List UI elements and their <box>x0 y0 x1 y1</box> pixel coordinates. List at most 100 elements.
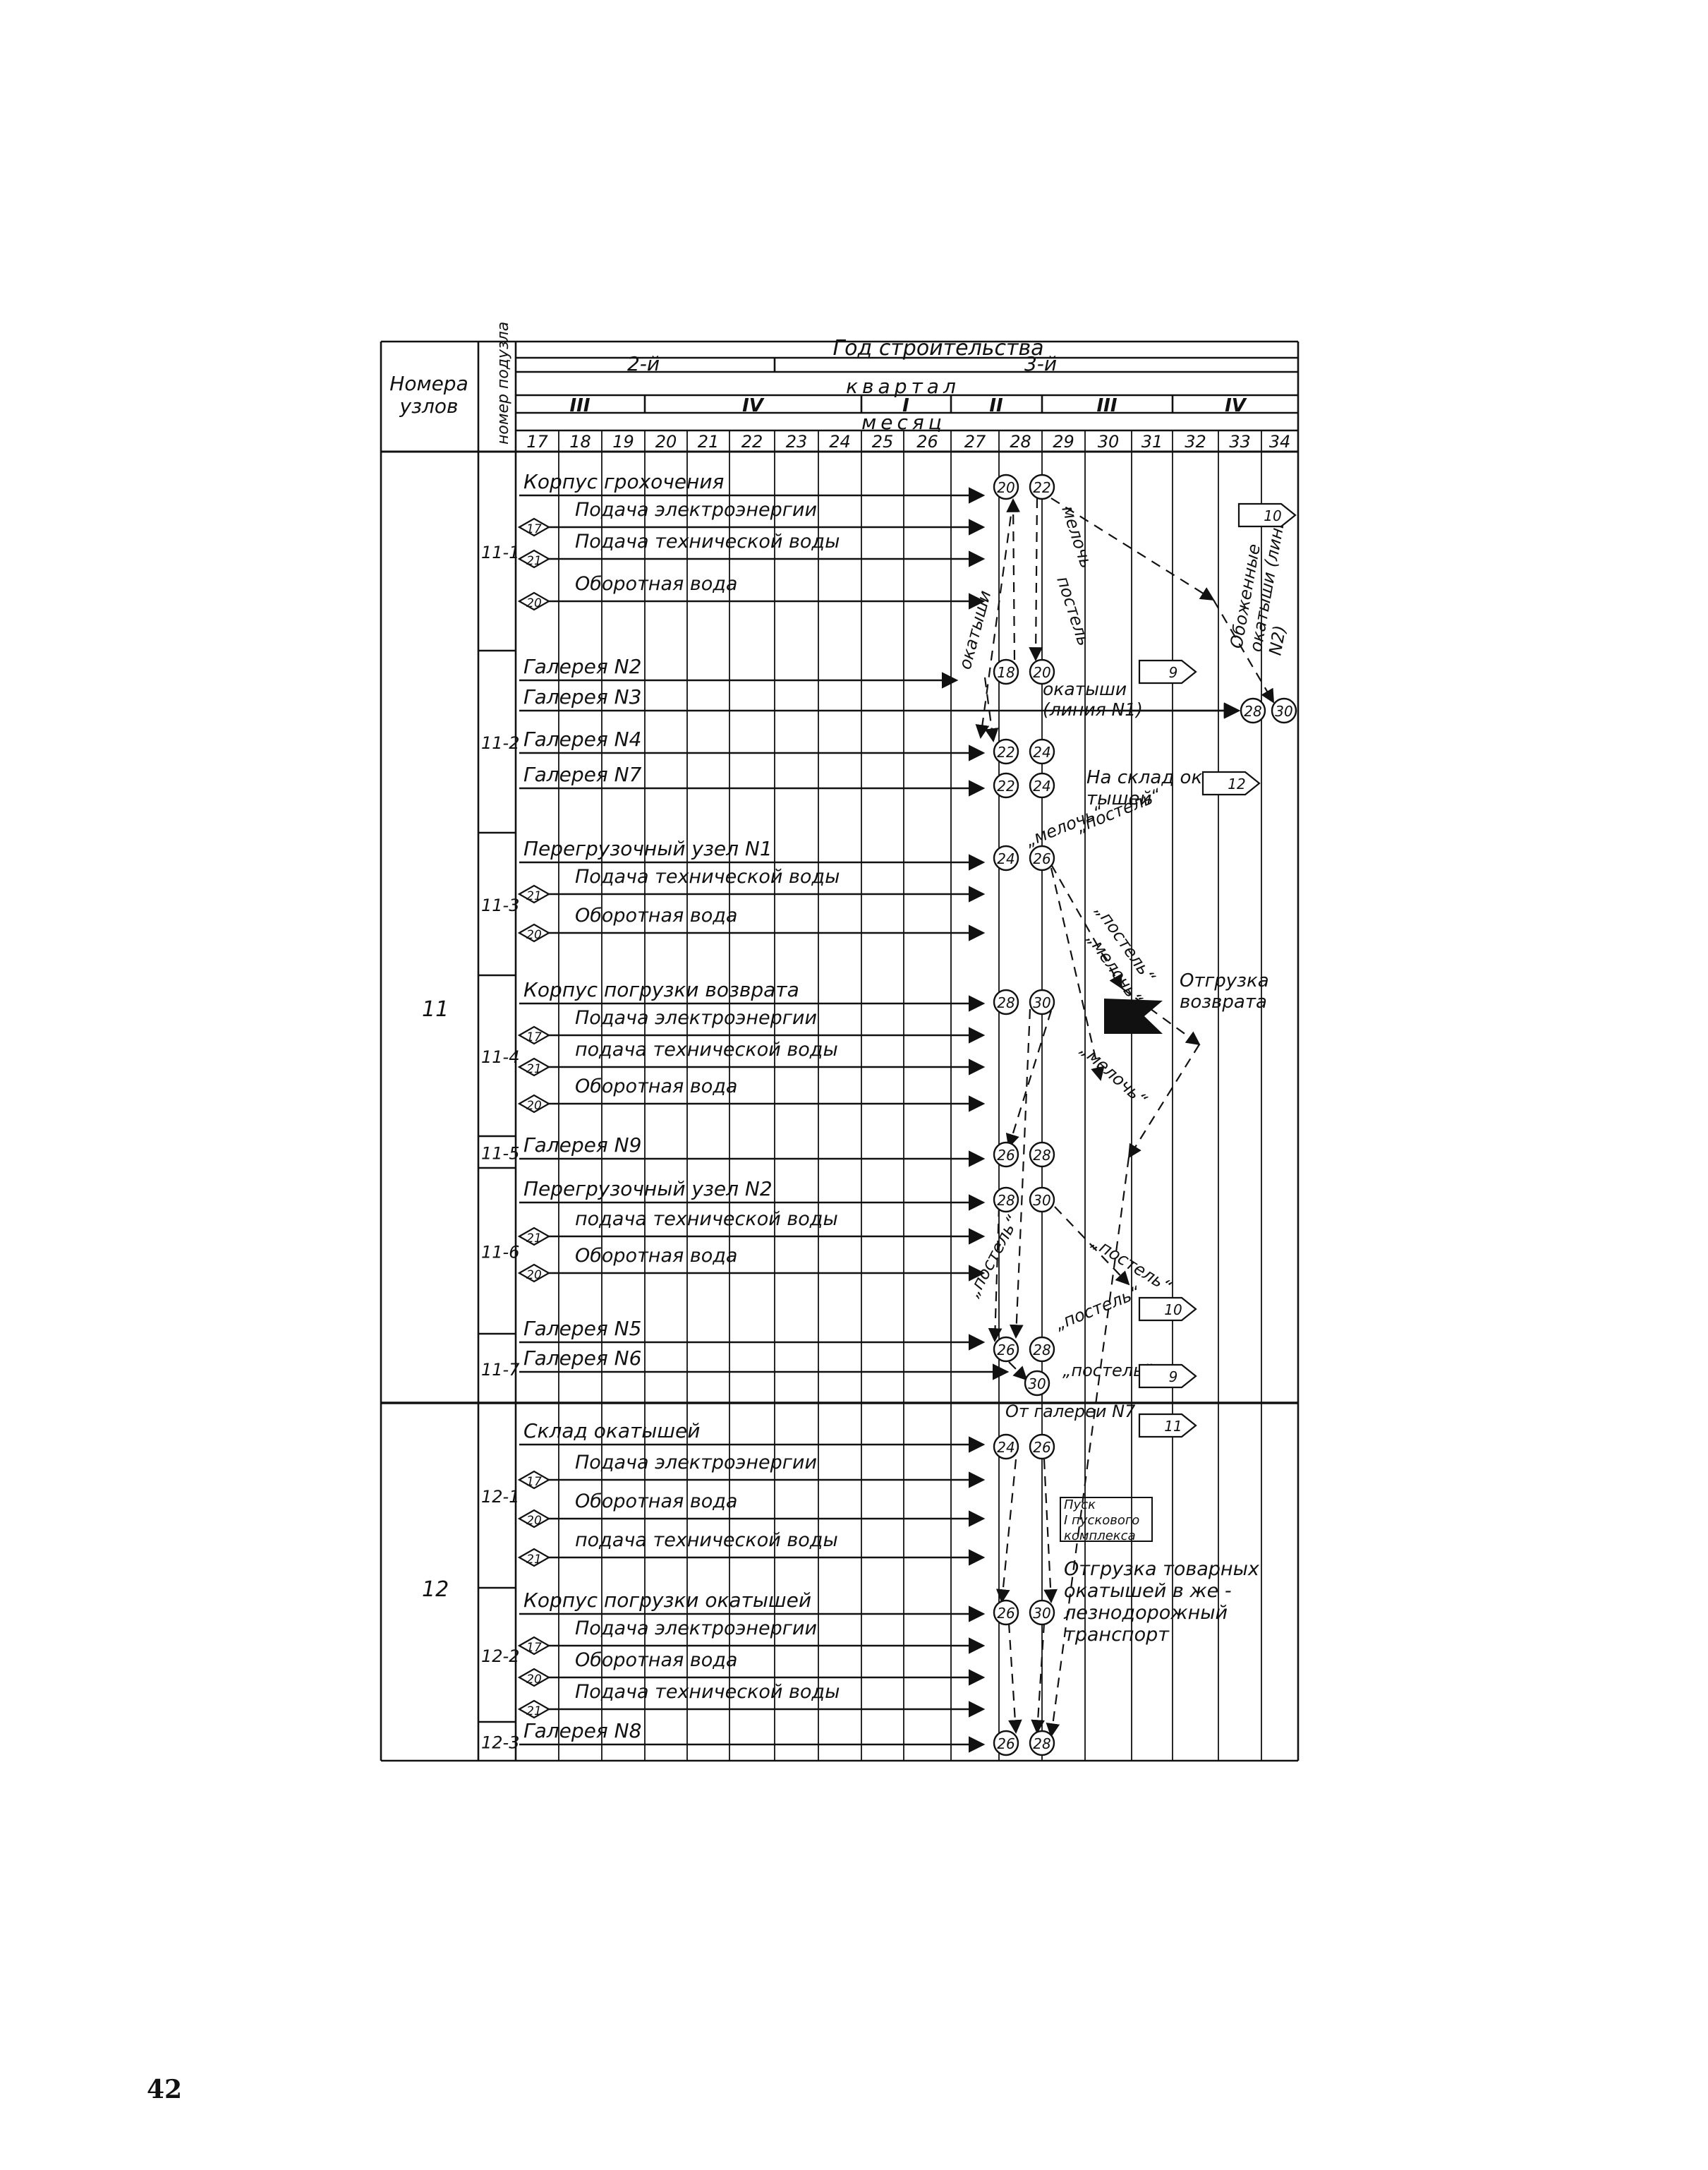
task-row: Корпус погрузки возврата <box>519 978 986 1012</box>
side-note: От галереи N7 <box>1005 1402 1136 1421</box>
event-ring <box>1029 1336 1055 1363</box>
task-label: Галерея N2 <box>523 655 641 678</box>
external-ref-label: 12 <box>1228 776 1245 792</box>
task-label: Галерея N9 <box>523 1133 641 1157</box>
launch-flag-frame <box>1060 1497 1153 1542</box>
task-label: Оборотная вода <box>575 1075 737 1097</box>
task-label: Подача электроэнергии <box>575 1452 817 1473</box>
external-ref-label: 9 <box>1169 664 1178 681</box>
event-label: 28 <box>997 1192 1014 1209</box>
task-row: Галерея N2 <box>519 655 959 689</box>
input-diamond-label: 20 <box>526 596 542 610</box>
task-label: Оборотная вода <box>575 905 737 927</box>
input-diamond-label: 20 <box>526 1514 542 1528</box>
event-circle: 26 <box>1029 845 1055 872</box>
event-ring <box>1029 989 1055 1015</box>
task-row: Корпус погрузки окатышей <box>519 1589 986 1622</box>
input-diamond-label: 21 <box>526 1704 542 1718</box>
dependency-link-6 <box>1050 864 1122 989</box>
side-note-line: тышей <box>1086 788 1151 809</box>
event-circle: 30 <box>1029 989 1055 1015</box>
event-circle: 26 <box>993 1599 1019 1626</box>
quarter-label-5: IV <box>1225 395 1247 416</box>
col-header-nodes-line1: Номера <box>389 372 468 395</box>
year-header: Год строительства <box>832 336 1043 361</box>
task-label: Склад окатышей <box>523 1419 700 1442</box>
event-label: 24 <box>997 850 1014 867</box>
side-note: окатыши(линия N1) <box>1043 679 1143 720</box>
event-circle: 26 <box>993 1141 1019 1168</box>
event-label: 22 <box>1033 479 1050 496</box>
flow-label: „мелочь“ <box>1077 1040 1151 1110</box>
event-ring <box>1029 658 1055 685</box>
event-ring <box>1029 1186 1055 1213</box>
event-ring <box>1029 474 1055 500</box>
task-label: подача технической воды <box>575 1039 838 1061</box>
dependency-link-15 <box>1008 1361 1028 1381</box>
side-note-line: I пускового <box>1064 1513 1139 1528</box>
event-label: 22 <box>997 744 1014 761</box>
external-ref-label: 10 <box>1264 507 1281 524</box>
month-label-22: 22 <box>741 432 763 452</box>
task-label: Галерея N7 <box>523 763 642 786</box>
event-label: 20 <box>997 479 1014 496</box>
external-ref: 12 <box>1201 771 1261 796</box>
subnode-label-11-7: 11-7 <box>481 1360 520 1380</box>
event-label: 26 <box>1033 850 1050 867</box>
event-ring <box>993 738 1019 765</box>
event-label: 28 <box>1033 1147 1050 1164</box>
subnode-label-11-6: 11-6 <box>481 1243 519 1262</box>
month-label-31: 31 <box>1141 432 1163 452</box>
event-circle: 22 <box>1029 474 1055 500</box>
task-row: Галерея N5 <box>519 1317 986 1351</box>
subnode-label-11-3: 11-3 <box>481 896 519 915</box>
month-label-30: 30 <box>1098 432 1120 452</box>
task-label: Корпус погрузки окатышей <box>523 1589 811 1612</box>
task-label: Оборотная вода <box>575 1490 737 1512</box>
event-circle: 30 <box>1029 1599 1055 1626</box>
external-ref-shape <box>1138 1413 1197 1438</box>
event-label: 28 <box>997 994 1014 1011</box>
task-row: Галерея N6 <box>519 1346 1010 1380</box>
event-ring <box>993 1433 1019 1460</box>
external-ref-shape <box>1201 771 1261 796</box>
event-circle: 30 <box>1271 697 1297 724</box>
task-row: Галерея N4 <box>519 728 986 761</box>
flag-marker <box>1104 999 1163 1034</box>
side-note-line: окатышей в же - <box>1064 1580 1232 1602</box>
event-circle: 18 <box>993 658 1019 685</box>
event-label: 30 <box>1275 703 1292 720</box>
event-label: 28 <box>1244 703 1261 720</box>
side-note-line: На склад ока- <box>1086 767 1220 788</box>
quarter-label-2: I <box>902 395 909 416</box>
external-ref-shape <box>1237 502 1297 528</box>
flow-label: „постель“ <box>1062 1361 1152 1380</box>
flow-label: постель <box>1053 574 1094 648</box>
event-ring <box>993 474 1019 500</box>
month-label-29: 29 <box>1053 432 1074 452</box>
month-label-33: 33 <box>1229 432 1251 452</box>
event-circle: 20 <box>993 474 1019 500</box>
flow-label: „постель“ <box>1053 1282 1143 1334</box>
event-label: 28 <box>1033 1342 1050 1358</box>
task-row: Галерея N9 <box>519 1133 986 1167</box>
task-label: Подача электроэнергии <box>575 1617 817 1639</box>
external-ref: 11 <box>1138 1413 1197 1438</box>
event-ring <box>993 658 1019 685</box>
event-circle: 28 <box>1029 1730 1055 1756</box>
event-circle: 24 <box>993 1433 1019 1460</box>
external-ref-label: 10 <box>1164 1301 1182 1318</box>
side-note-line: комплекса <box>1064 1529 1136 1543</box>
dependency-link-10 <box>1050 867 1105 1081</box>
page-number: 42 <box>147 2075 183 2104</box>
dependency-link-14 <box>1054 1206 1130 1286</box>
